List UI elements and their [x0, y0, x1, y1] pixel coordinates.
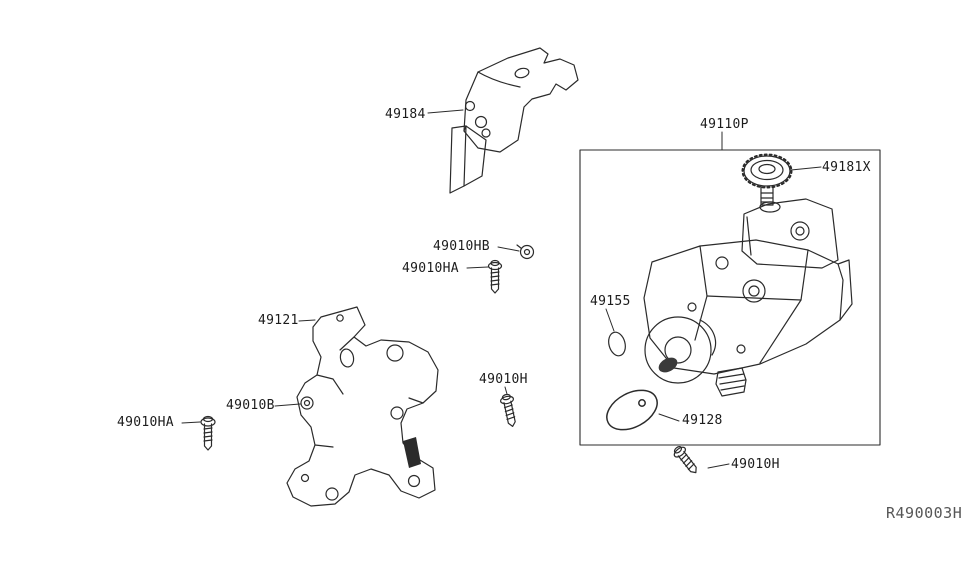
part-label-cover: 49184: [385, 107, 426, 122]
bolt-ha-upper-drawing: [487, 259, 503, 294]
leader-lines: [181, 109, 822, 469]
part-label-bolt-upper: 49010HA: [402, 261, 459, 276]
part-label-pump-assembly: 49110P: [700, 117, 749, 132]
bolt-ha-left-drawing: [200, 415, 216, 451]
part-label-seal: 49155: [590, 294, 631, 309]
part-label-bolt-mid: 49010H: [479, 372, 528, 387]
part-label-bolt-lower: 49010H: [731, 457, 780, 472]
part-label-nut: 49010B: [226, 398, 275, 413]
pump-assembly-box: [579, 149, 881, 446]
part-label-bolt-left: 49010HA: [117, 415, 174, 430]
part-label-disc: 49128: [682, 413, 723, 428]
seal-drawing: [608, 331, 626, 357]
pump-drawing: [643, 198, 853, 397]
diagram-ref-code: R490003H: [886, 504, 963, 522]
part-label-clip-upper: 49010HB: [433, 239, 490, 254]
cover-drawing: [449, 47, 579, 194]
bolt-h-lower-drawing: [673, 446, 697, 474]
part-label-bracket: 49121: [258, 313, 299, 328]
cap-drawing: [741, 153, 793, 206]
bracket-drawing: [286, 306, 439, 507]
nut-b-drawing: [300, 396, 314, 410]
part-label-reservoir-cap: 49181X: [822, 160, 871, 175]
disc-drawing: [606, 389, 658, 431]
clip-hb-drawing: [516, 244, 535, 260]
bolt-h-mid-drawing: [500, 393, 516, 428]
